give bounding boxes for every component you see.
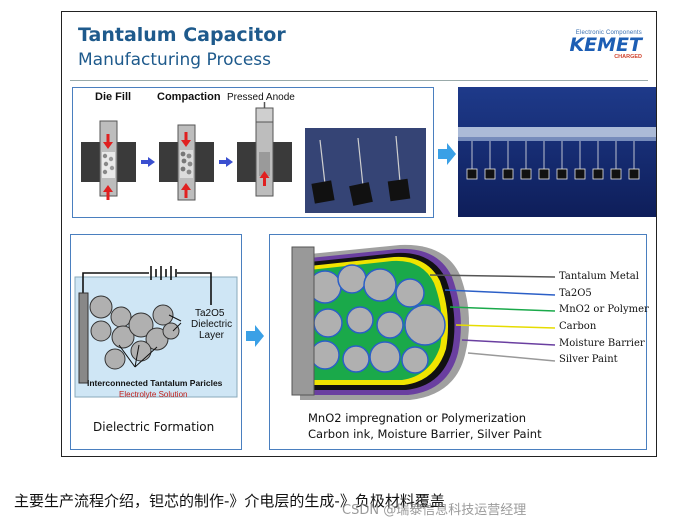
- particles-label: Interconnected Tantalum Paricles: [87, 378, 223, 388]
- pressed-anode-stage: [237, 102, 292, 197]
- die-fill-label: Die Fill: [95, 91, 132, 103]
- layers-diagram: [291, 244, 556, 400]
- kemet-logo: Electronic Components KEMET CHARGED: [556, 30, 642, 60]
- compaction-label: Compaction: [157, 91, 221, 103]
- layer-silver-paint: Silver Paint: [559, 354, 618, 365]
- layers-caption-2: Carbon ink, Moisture Barrier, Silver Pai…: [308, 427, 542, 441]
- watermark: CSDN @瑞泰信息科技运营经理: [342, 503, 527, 518]
- layer-carbon: Carbon: [559, 321, 597, 332]
- layer-label: Layer: [199, 330, 225, 341]
- compaction-stage: [159, 124, 214, 201]
- electrolyte-label: Electrolyte Solution: [119, 390, 188, 399]
- layer-tantalum-metal: Tantalum Metal: [559, 271, 639, 282]
- layers-caption-1: MnO2 impregnation or Polymerization: [308, 411, 527, 425]
- arrow-to-layers: [246, 325, 264, 347]
- logo-sub: Electronic Components: [575, 30, 642, 36]
- pressed-anode-label: Pressed Anode: [227, 92, 295, 103]
- press-diagram: [81, 102, 426, 213]
- arrow-to-bar-photo: [438, 143, 456, 165]
- title-divider: [70, 80, 648, 81]
- logo-tag: CHARGED: [614, 54, 642, 60]
- dielectric-formation-title: Dielectric Formation: [93, 420, 215, 434]
- anode-photo: [305, 128, 426, 213]
- die-fill-stage: [81, 120, 136, 200]
- carrier-bar-photo: [458, 87, 656, 217]
- layer-moisture-barrier: Moisture Barrier: [559, 338, 645, 349]
- slide-subtitle: Manufacturing Process: [78, 50, 271, 70]
- logo-main: KEMET: [569, 34, 642, 56]
- ta2o5-label: Ta2O5: [195, 308, 225, 319]
- dielectric-diagram: [74, 266, 238, 398]
- dielectric-label: Dielectric: [191, 319, 233, 330]
- slide: Tantalum Capacitor Manufacturing Process…: [61, 11, 657, 457]
- layers-panel: Tantalum Metal Ta2O5 MnO2 or Polymer Car…: [269, 234, 649, 450]
- page-caption: 主要生产流程介绍，钽芯的制作-》介电层的生成-》负极材料覆盖: [14, 492, 445, 510]
- layer-ta2o5: Ta2O5: [559, 288, 592, 299]
- slide-title: Tantalum Capacitor: [78, 24, 286, 46]
- pressing-panel: Die Fill Compaction Pressed Anode: [72, 87, 434, 218]
- layer-mno2: MnO2 or Polymer: [559, 304, 649, 315]
- dielectric-panel: Ta2O5 Dielectric Layer Interconnected Ta…: [70, 234, 242, 450]
